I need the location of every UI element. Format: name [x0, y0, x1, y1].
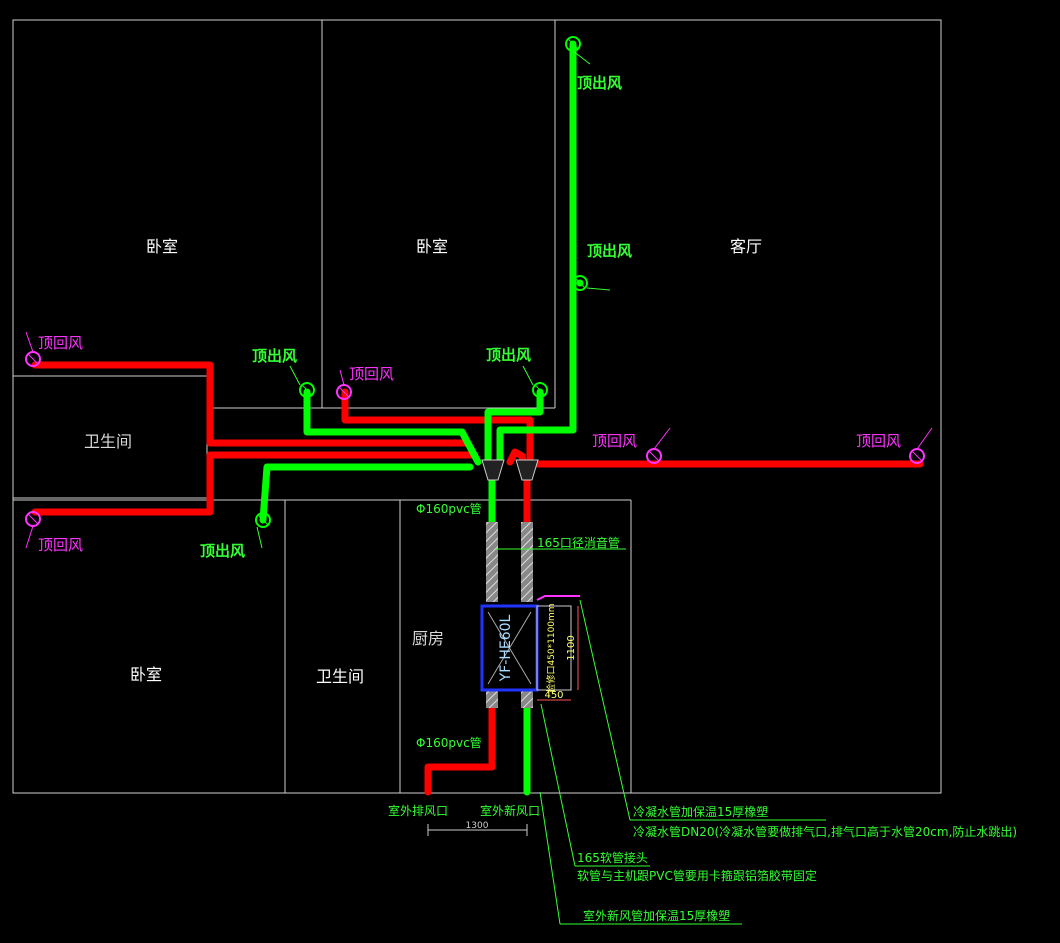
- room-bedroom-top-left: 卧室: [146, 237, 178, 256]
- leader-return-3: [339, 369, 345, 386]
- access-panel: [536, 605, 572, 691]
- label-return-bedroom-lower: 顶回风: [38, 536, 83, 554]
- dim-width-label: 450: [544, 690, 563, 701]
- leader-return-4: [653, 427, 671, 450]
- reducer-left: [481, 459, 505, 481]
- leader-fresh-insulation: [539, 791, 561, 925]
- reducer-right: [515, 459, 539, 481]
- label-hose-joint: 165软管接头: [577, 850, 648, 865]
- exhaust-duct-outlet: [424, 704, 496, 796]
- leader-supply-4: [522, 365, 534, 386]
- leader-supply-1: [572, 50, 591, 65]
- dim-height-label: 1100: [566, 635, 577, 660]
- label-supply-bedroom-left: 顶出风: [252, 347, 297, 365]
- label-fresh-outlet: 室外新风口: [480, 803, 540, 818]
- supply-vent-bedroom-lower: [255, 512, 271, 528]
- silencer-supply: [486, 522, 498, 602]
- leader-return-1: [25, 331, 34, 353]
- label-return-bedroom-left: 顶回风: [38, 334, 83, 352]
- label-pvc-top: Φ160pvc管: [416, 501, 482, 516]
- label-supply-living-mid: 顶出风: [587, 242, 632, 260]
- supply-vent-living-mid: [572, 275, 588, 291]
- label-hose-note: 软管与主机跟PVC管要用卡箍跟铝箔胶带固定: [577, 868, 817, 883]
- access-panel-label: 检修口450*1100mm: [545, 603, 557, 692]
- silencer-exhaust: [521, 522, 533, 602]
- supply-duct-bedroom-left: [303, 388, 482, 466]
- label-condensate-note: 冷凝水管DN20(冷凝水管要做排气口,排气口高于水管20cm,防止水跳出): [633, 824, 1017, 839]
- label-supply-bedroom-mid: 顶出风: [486, 346, 531, 364]
- supply-duct-living-top: [496, 40, 577, 466]
- room-bathroom-bottom: 卫生间: [316, 667, 364, 686]
- leader-hose-joint: [540, 703, 576, 867]
- leader-supply-5: [256, 526, 263, 549]
- label-pvc-bottom: Φ160pvc管: [416, 735, 482, 750]
- label-return-bedroom-mid: 顶回风: [349, 365, 394, 383]
- return-duct-bedroom-left: [31, 361, 472, 447]
- label-exhaust-outlet: 室外排风口: [388, 803, 448, 818]
- unit-model: YF-HE60L: [498, 614, 514, 682]
- label-return-living-near: 顶回风: [592, 432, 637, 450]
- leader-supply-3: [289, 365, 301, 386]
- room-bedroom-top-mid: 卧室: [416, 237, 448, 256]
- dim-outlet-label: 1300: [466, 821, 489, 831]
- label-condensate-insulation: 冷凝水管加保温15厚橡塑: [633, 804, 768, 819]
- ventilation-unit: YF-HE60L 检修口450*1100mm 1100 450: [480, 595, 580, 701]
- room-bathroom-left: 卫生间: [84, 432, 132, 451]
- leader-condensate: [579, 599, 631, 821]
- supply-ducts: [259, 40, 584, 796]
- supply-vent-bedroom-mid: [532, 382, 548, 398]
- supply-vent-bedroom-left: [299, 382, 315, 398]
- flex-joint-fresh: [521, 690, 533, 708]
- label-supply-bedroom-lower: 顶出风: [200, 542, 245, 560]
- return-duct-bedroom-lower: [31, 451, 479, 516]
- label-supply-living-top: 顶出风: [577, 74, 622, 92]
- room-bedroom-bottom-left: 卧室: [130, 665, 162, 684]
- label-return-living-far: 顶回风: [856, 432, 901, 450]
- unit-cross-b: [487, 611, 532, 685]
- condensate-pipe: [536, 595, 580, 601]
- leader-supply-2: [586, 287, 611, 291]
- leader-return-2: [25, 525, 34, 549]
- label-fresh-insulation: 室外新风管加保温15厚橡塑: [583, 908, 730, 923]
- supply-duct-bedroom-lower: [259, 463, 474, 524]
- vent-leaders: [25, 50, 933, 549]
- leader-return-5: [916, 427, 933, 450]
- room-living: 客厅: [730, 237, 762, 256]
- return-duct-bedroom-mid: [341, 388, 534, 466]
- room-kitchen: 厨房: [412, 629, 444, 648]
- return-ducts: [31, 361, 924, 796]
- flex-joint-exhaust: [486, 690, 498, 708]
- label-silencer: 165口径消音管: [537, 535, 620, 550]
- supply-duct-bedroom-mid: [484, 388, 544, 466]
